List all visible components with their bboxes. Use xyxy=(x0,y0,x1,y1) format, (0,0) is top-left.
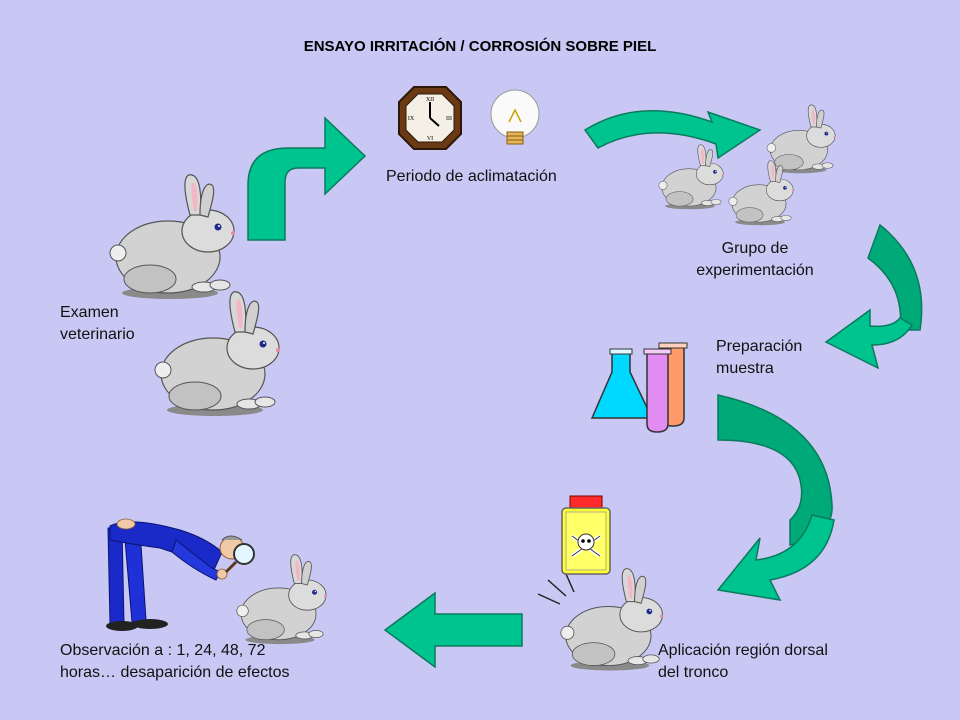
arrow-to-observacion xyxy=(383,591,523,669)
test-tube-icon xyxy=(643,348,672,433)
clock-icon: XII III VI IX xyxy=(398,86,462,150)
rabbit-icon xyxy=(154,291,281,417)
rabbit-icon xyxy=(560,568,664,671)
svg-text:III: III xyxy=(446,116,452,122)
rabbit-icon xyxy=(109,174,236,300)
svg-text:VI: VI xyxy=(427,136,433,142)
impact-lines-icon xyxy=(537,573,575,605)
skull-crossbones-icon xyxy=(570,533,602,558)
label-grupo-experimentacion: Grupo de experimentación xyxy=(696,240,814,279)
arrow-to-preparacion xyxy=(867,223,923,331)
arrow-to-preparacion-head xyxy=(824,308,914,370)
rabbit-icon xyxy=(658,144,725,210)
arrow-to-aplicacion-head xyxy=(716,514,835,601)
label-observacion: Observación a : 1, 24, 48, 72 horas… des… xyxy=(60,642,290,681)
rabbit-icon xyxy=(766,104,837,174)
label-aplicacion: Aplicación región dorsal del tronco xyxy=(658,642,828,681)
poison-bottle-icon xyxy=(561,495,611,575)
svg-text:XII: XII xyxy=(426,97,434,103)
label-preparacion-muestra: Preparación muestra xyxy=(716,338,803,377)
magnifying-glass-icon xyxy=(224,543,255,574)
rabbit-icon xyxy=(236,554,328,645)
arrow-to-aplicacion xyxy=(717,394,833,546)
scientist-icon xyxy=(106,518,255,631)
arrow-to-grupo xyxy=(583,110,762,160)
arrow-to-aclimatacion xyxy=(247,116,367,241)
label-aclimatacion: Periodo de aclimatación xyxy=(386,168,557,185)
light-bulb-icon xyxy=(490,89,540,145)
label-examen-veterinario: Examen veterinario xyxy=(60,304,135,343)
svg-text:IX: IX xyxy=(408,116,415,122)
flask-icon xyxy=(590,348,654,419)
diagram-title: ENSAYO IRRITACIÓN / CORROSIÓN SOBRE PIEL xyxy=(303,38,657,55)
